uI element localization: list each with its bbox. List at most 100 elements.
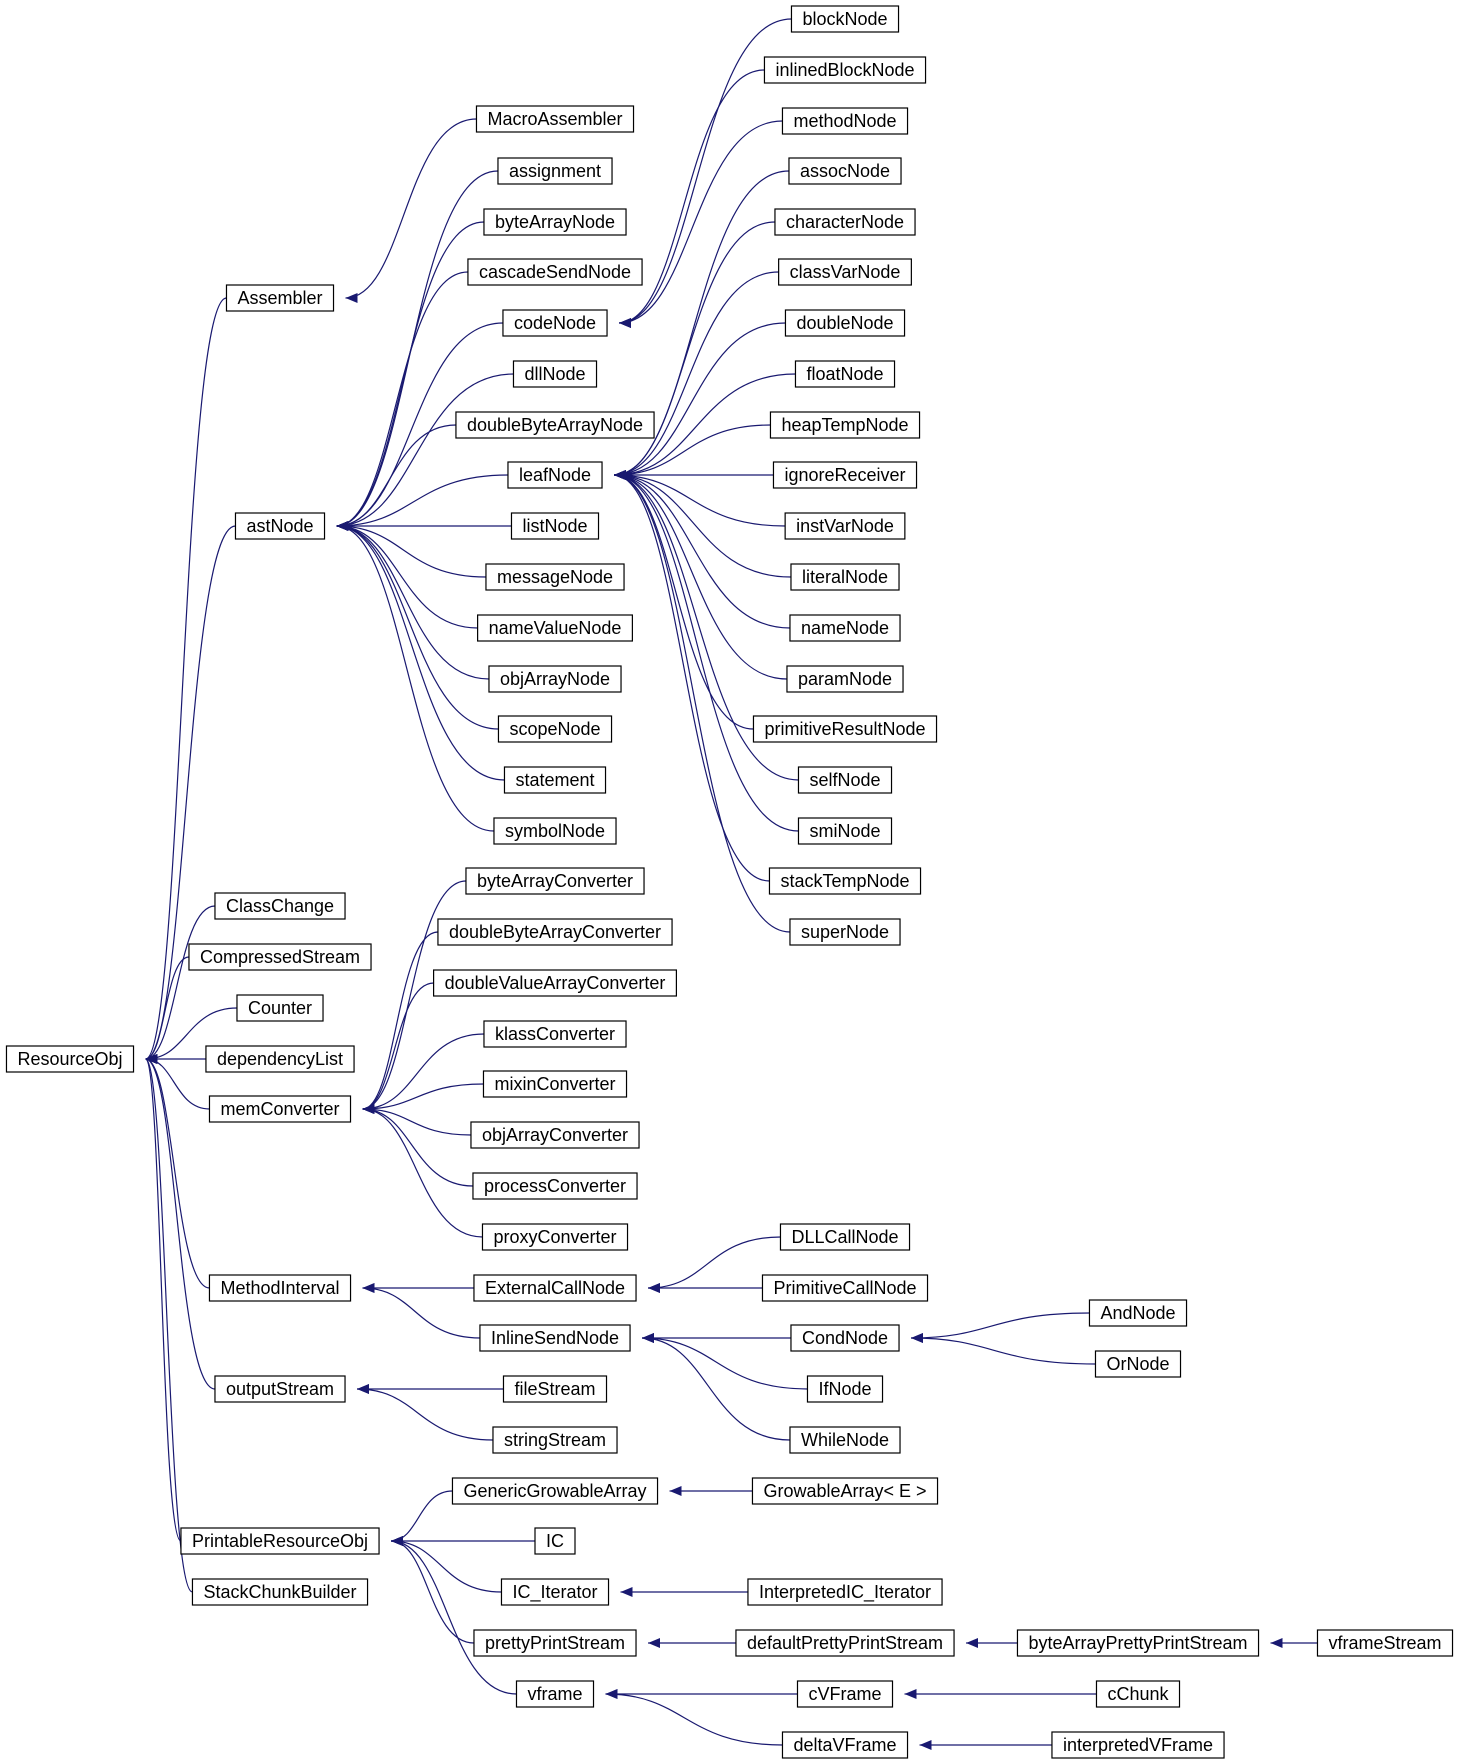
class-node-stack-temp-node[interactable]: stackTempNode [768,867,922,895]
class-node-obj-array-converter[interactable]: objArrayConverter [470,1121,640,1149]
class-node-mixin-converter[interactable]: mixinConverter [482,1070,628,1098]
class-node-output-stream[interactable]: outputStream [214,1375,346,1403]
class-node-double-byte-array-converter[interactable]: doubleByteArrayConverter [437,918,673,946]
class-node-double-byte-array-node[interactable]: doubleByteArrayNode [455,411,655,439]
edge-code-node-to-method-node [619,120,783,328]
class-node-if-node[interactable]: IfNode [806,1375,884,1403]
class-node-printable-resource-obj[interactable]: PrintableResourceObj [180,1527,380,1555]
class-node-or-node[interactable]: OrNode [1094,1350,1182,1378]
class-node-primitive-call-node[interactable]: PrimitiveCallNode [761,1274,929,1302]
class-node-file-stream[interactable]: fileStream [502,1375,608,1403]
class-node-method-interval[interactable]: MethodInterval [208,1274,352,1302]
class-node-vframe[interactable]: vframe [515,1680,595,1708]
edge-inline-send-node-to-if-node [642,1333,808,1390]
class-node-growable-array-e[interactable]: GrowableArray< E > [751,1477,939,1505]
class-node-ignore-receiver[interactable]: ignoreReceiver [772,461,918,489]
class-node-macro-assembler[interactable]: MacroAssembler [475,105,635,133]
class-node-generic-growable-array[interactable]: GenericGrowableArray [451,1477,659,1505]
class-node-external-call-node[interactable]: ExternalCallNode [473,1274,637,1302]
class-node-param-node[interactable]: paramNode [786,665,904,693]
class-node-label: CompressedStream [200,947,360,967]
class-node-inlined-block-node[interactable]: inlinedBlockNode [763,56,927,84]
class-node-label: IfNode [818,1379,871,1399]
class-node-stack-chunk-builder[interactable]: StackChunkBuilder [191,1578,369,1606]
class-node-list-node[interactable]: listNode [510,512,600,540]
class-node-delta-vframe[interactable]: deltaVFrame [781,1731,909,1759]
class-node-dllcall-node[interactable]: DLLCallNode [779,1223,911,1251]
class-node-dll-node[interactable]: dllNode [512,360,598,388]
class-node-inline-send-node[interactable]: InlineSendNode [479,1324,631,1352]
class-node-box [512,360,598,388]
edge-vframe-to-delta-vframe [605,1689,783,1746]
class-node-statement[interactable]: statement [503,766,607,794]
edge-mem-converter-to-klass-converter [362,1033,484,1114]
class-node-double-node[interactable]: doubleNode [784,309,906,337]
class-node-self-node[interactable]: selfNode [797,766,893,794]
class-node-byte-array-pretty-print-stream[interactable]: byteArrayPrettyPrintStream [1016,1629,1260,1657]
edge-ast-node-to-message-node [336,521,486,578]
class-node-proxy-converter[interactable]: proxyConverter [481,1223,629,1251]
class-node-box [473,1274,637,1302]
class-node-counter[interactable]: Counter [236,994,324,1022]
class-node-interpreted-vframe[interactable]: interpretedVFrame [1051,1731,1225,1759]
class-node-string-stream[interactable]: stringStream [492,1426,618,1454]
inheritance-edges [144,18,1318,1750]
class-node-mem-converter[interactable]: memConverter [208,1095,352,1123]
class-node-inst-var-node[interactable]: instVarNode [784,512,906,540]
class-node-character-node[interactable]: characterNode [774,208,916,236]
class-node-scope-node[interactable]: scopeNode [497,715,613,743]
class-node-default-pretty-print-stream[interactable]: defaultPrettyPrintStream [735,1629,955,1657]
class-node-message-node[interactable]: messageNode [485,563,625,591]
edge-leaf-node-to-param-node [614,470,787,680]
class-node-process-converter[interactable]: processConverter [472,1172,638,1200]
class-node-method-node[interactable]: methodNode [781,107,909,135]
class-node-byte-array-converter[interactable]: byteArrayConverter [465,867,645,895]
class-node-resource-obj[interactable]: ResourceObj [5,1045,135,1073]
class-node-leaf-node[interactable]: leafNode [507,461,603,489]
class-node-smi-node[interactable]: smiNode [797,817,893,845]
class-node-ast-node[interactable]: astNode [234,512,326,540]
class-node-name-value-node[interactable]: nameValueNode [477,614,633,642]
class-node-label: doubleNode [796,313,893,333]
class-node-primitive-result-node[interactable]: primitiveResultNode [752,715,938,743]
class-node-and-node[interactable]: AndNode [1088,1299,1188,1327]
class-node-block-node[interactable]: blockNode [790,5,900,33]
class-node-code-node[interactable]: codeNode [502,309,608,337]
class-node-name-node[interactable]: nameNode [789,614,901,642]
class-node-assoc-node[interactable]: assocNode [788,157,902,185]
class-node-symbol-node[interactable]: symbolNode [493,817,617,845]
class-node-box [470,1121,640,1149]
class-node-double-value-array-converter[interactable]: doubleValueArrayConverter [433,969,677,997]
class-node-c-vframe[interactable]: cVFrame [796,1680,894,1708]
class-node-box [510,512,600,540]
class-node-dependency-list[interactable]: dependencyList [205,1045,355,1073]
edge-inline-send-node-to-while-node [642,1333,790,1441]
class-node-while-node[interactable]: WhileNode [789,1426,901,1454]
edge-leaf-node-to-primitive-result-node [614,470,754,730]
class-node-obj-array-node[interactable]: objArrayNode [488,665,622,693]
class-node-compressed-stream[interactable]: CompressedStream [188,943,372,971]
class-node-float-node[interactable]: floatNode [794,360,896,388]
class-node-literal-node[interactable]: literalNode [790,563,900,591]
class-node-super-node[interactable]: superNode [789,918,901,946]
class-node-vframe-stream[interactable]: vframeStream [1316,1629,1454,1657]
class-node-pretty-print-stream[interactable]: prettyPrintStream [473,1629,637,1657]
class-node-box [475,105,635,133]
class-node-heap-temp-node[interactable]: heapTempNode [769,411,921,439]
class-node-assignment[interactable]: assignment [497,157,613,185]
class-node-cond-node[interactable]: CondNode [790,1324,900,1352]
class-node-ic-iterator[interactable]: IC_Iterator [500,1578,610,1606]
class-node-class-var-node[interactable]: classVarNode [778,258,912,286]
class-node-klass-converter[interactable]: klassConverter [483,1020,627,1048]
edge-leaf-node-to-character-node [614,221,775,480]
edge-leaf-node-to-literal-node [614,470,791,578]
class-node-class-change[interactable]: ClassChange [214,892,346,920]
class-node-box [789,918,901,946]
class-node-byte-array-node[interactable]: byteArrayNode [483,208,627,236]
class-node-c-chunk[interactable]: cChunk [1095,1680,1181,1708]
class-node-ic[interactable]: IC [534,1527,576,1555]
class-node-assembler[interactable]: Assembler [225,284,335,312]
class-node-interpreted-ic-iterator[interactable]: InterpretedIC_Iterator [747,1578,943,1606]
class-node-cascade-send-node[interactable]: cascadeSendNode [467,258,643,286]
